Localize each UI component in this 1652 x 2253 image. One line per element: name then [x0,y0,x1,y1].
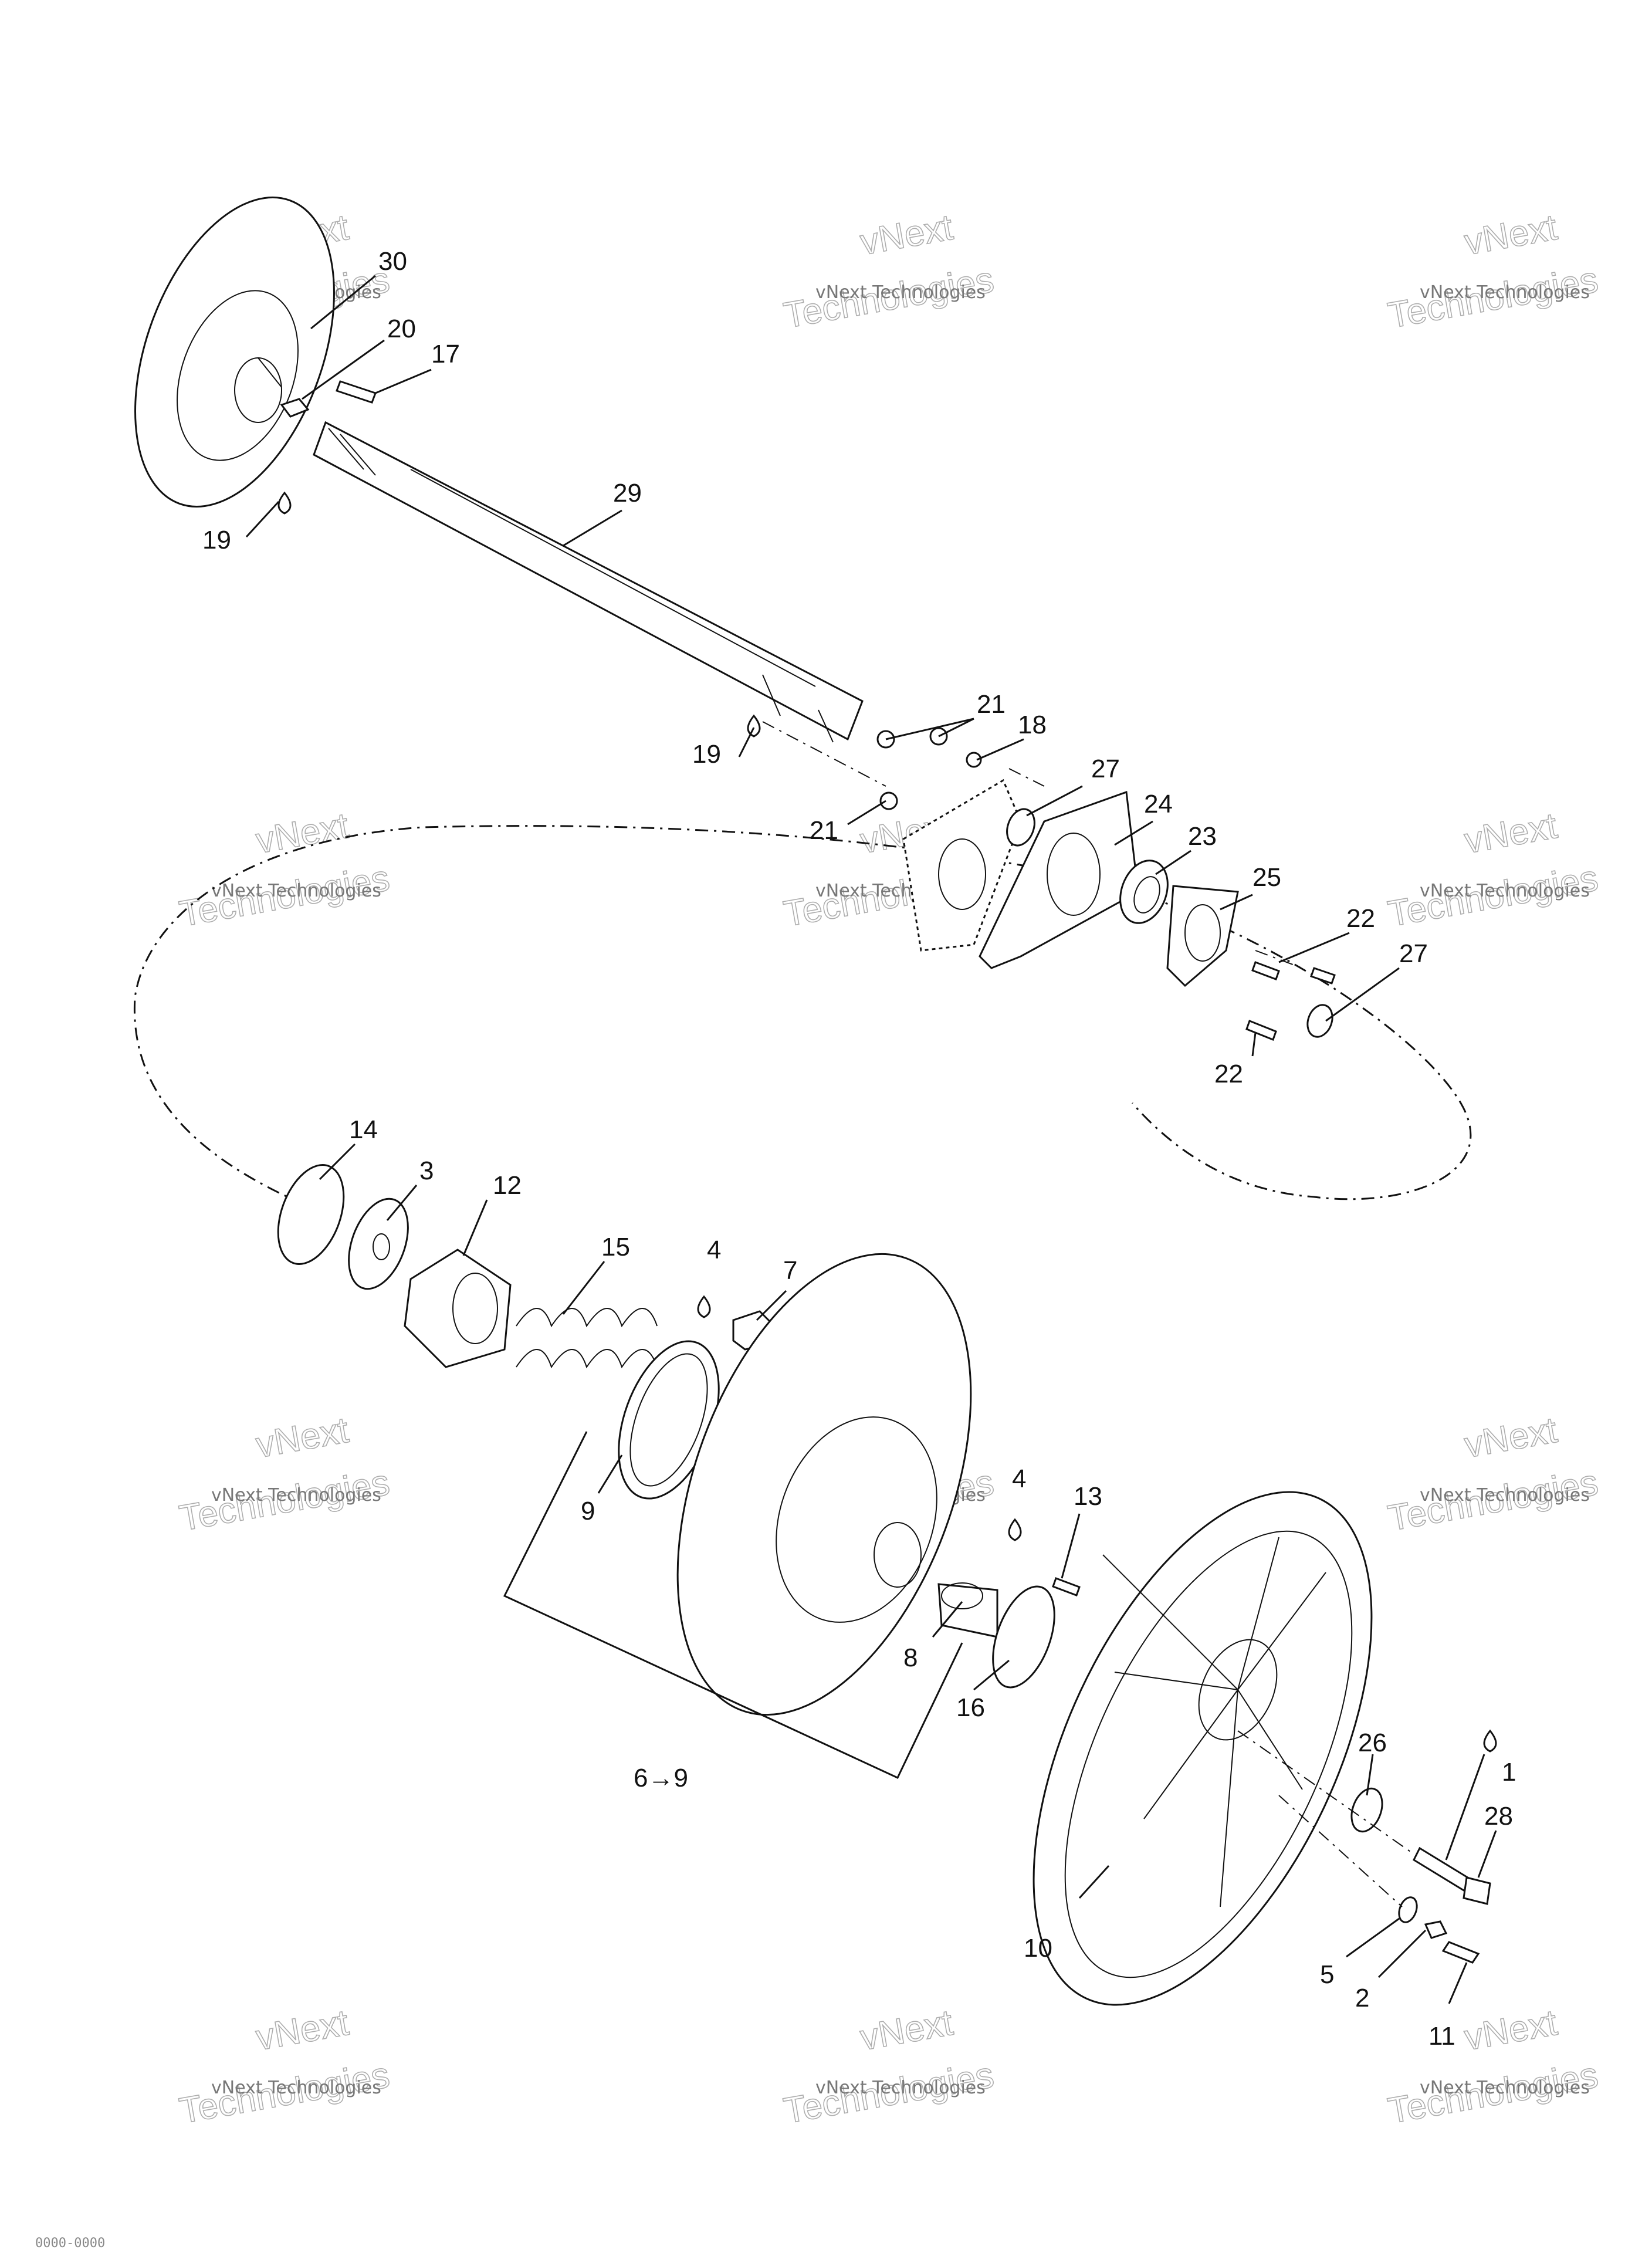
watermark-big-1: vNext [1461,806,1560,861]
watermark-big-1: vNext [1461,1410,1560,1466]
watermark-big-1: vNext [253,1410,351,1466]
bearing-cover-part [1166,885,1239,987]
alignment-lines [762,721,1414,1907]
watermark: vNext Technologies vNext Technologies [1384,1409,1602,1540]
callout-6-9: 6→9 [634,1764,688,1792]
watermark-small: vNext Technologies [1420,2078,1590,2098]
callout-24: 24 [1144,790,1173,818]
group-bracket [503,1431,963,1779]
housing-plate-part [979,790,1139,969]
figure-code: 0000-0000 [35,2236,105,2251]
callout-5: 5 [1320,1960,1334,1989]
callout-20: 20 [387,314,416,343]
callout-18: 18 [1018,711,1047,739]
callout-22a: 22 [1346,904,1375,933]
nut-part [1424,1920,1448,1939]
leader-lines [245,275,1497,2004]
callout-12: 12 [493,1171,522,1200]
callout-9: 9 [581,1497,595,1525]
watermark-small: vNext Technologies [211,2078,381,2098]
key-part [1052,1577,1081,1596]
callout-27a: 27 [1091,755,1120,783]
watermark: vNext Technologies vNext Technologies [780,2002,997,2132]
watermark-small: vNext Technologies [211,1485,381,1506]
callout-15: 15 [601,1233,630,1261]
washer-part [1350,1787,1383,1833]
watermark-small: vNext Technologies [1420,1485,1590,1506]
callout-7: 7 [783,1256,797,1285]
washer-part [992,1585,1055,1689]
bushing-part [937,1582,998,1638]
support-plate-part [902,779,1022,952]
watermark: vNext Technologies vNext Technologies [176,805,393,935]
callout-28: 28 [1484,1802,1513,1831]
callout-4a: 4 [707,1236,721,1264]
lube-drop-icon [747,714,761,738]
callout-30: 30 [378,247,407,276]
screw-part [1441,1941,1480,1964]
bearing-part [1119,860,1169,924]
lube-drop-icon [1008,1518,1022,1541]
watermark: vNext Technologies vNext Technologies [176,1409,393,1540]
callout-2: 2 [1355,1984,1369,2012]
fixed-sheave-spoked-part [1032,1491,1373,2006]
callout-17: 17 [431,340,460,368]
watermark: vNext Technologies vNext Technologies [1384,2002,1602,2132]
watermark-big-1: vNext [253,2002,351,2058]
callout-3: 3 [419,1156,434,1185]
watermark-small: vNext Technologies [1420,282,1590,303]
callout-26: 26 [1358,1728,1387,1757]
seal-part [1006,808,1035,847]
callout-1: 1 [1502,1758,1516,1787]
lube-drop-icon [1483,1729,1497,1753]
washer-part [348,1197,409,1290]
watermark: vNext Technologies vNext Technologies [176,2002,393,2132]
retaining-ring-part [277,1164,345,1265]
callout-25: 25 [1252,863,1281,892]
callout-4b: 4 [1012,1464,1026,1493]
watermark-small: vNext Technologies [211,881,381,901]
callout-19b: 19 [692,740,721,769]
bolt-part [1413,1846,1491,1905]
callout-16: 16 [956,1693,985,1722]
callout-22b: 22 [1214,1060,1243,1088]
watermark-big-1: vNext [857,2002,956,2058]
callout-21b: 21 [810,816,838,845]
callout-14: 14 [349,1115,378,1144]
callout-8: 8 [903,1643,918,1672]
washer-part [1398,1896,1418,1923]
watermark-big-1: vNext [857,207,956,263]
callout-10: 10 [1024,1934,1052,1963]
sliding-sheave-part [676,1253,972,1716]
spring-part [516,1308,658,1369]
lube-drop-icon [277,491,292,515]
callout-21a: 21 [977,690,1006,719]
callout-13: 13 [1074,1482,1102,1511]
callout-11: 11 [1428,2022,1455,2051]
watermark-big-1: vNext [1461,2002,1560,2058]
callouts: 30 20 17 29 19 19 21 18 27 24 23 25 21 2… [202,247,1516,2051]
washer-part [1306,1004,1333,1038]
watermark: vNext Technologies vNext Technologies [780,207,997,337]
callout-23: 23 [1188,822,1217,851]
watermark: vNext Technologies vNext Technologies [1384,207,1602,337]
callout-19a: 19 [202,526,231,554]
key-part [336,380,377,404]
nut-part [876,727,982,810]
set-screw-part [280,398,310,418]
watermark-small: vNext Technologies [1420,881,1590,901]
watermark-big-1: vNext [253,806,351,861]
screw-part [1245,961,1336,1041]
watermark-small: vNext Technologies [815,2078,986,2098]
shaft-part [313,421,864,743]
watermark-big-1: vNext [1461,207,1560,263]
watermark-small: vNext Technologies [815,282,986,303]
lube-drop-icon [697,1295,711,1318]
cam-part [404,1249,512,1368]
callout-29: 29 [613,479,642,508]
callout-27b: 27 [1399,939,1428,968]
fixed-sheave-part [134,197,335,508]
watermark: vNext Technologies vNext Technologies [1384,805,1602,935]
